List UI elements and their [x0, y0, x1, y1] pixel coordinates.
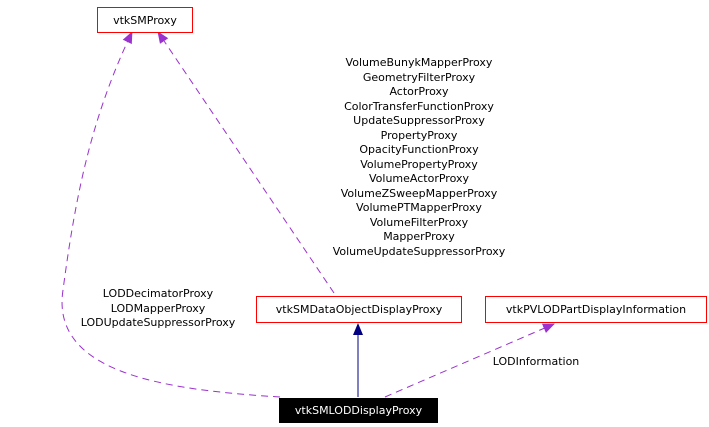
edge-label-line: VolumePTMapperProxy: [356, 201, 482, 214]
edge-label-line: VolumeBunykMapperProxy: [345, 56, 493, 69]
edge-label-line: VolumeActorProxy: [369, 172, 469, 185]
edge-label-line: OpacityFunctionProxy: [359, 143, 479, 156]
edge-label-line: LODInformation: [492, 355, 580, 368]
edge-label-line: UpdateSuppressorProxy: [353, 114, 485, 127]
edge-label-data-object-to-sm-proxy: VolumeBunykMapperProxy GeometryFilterPro…: [333, 56, 506, 259]
edge-label-line: LODDecimatorProxy: [102, 287, 214, 300]
edge-label-line: LODUpdateSuppressorProxy: [80, 316, 236, 329]
edge-label-line: ColorTransferFunctionProxy: [344, 99, 494, 113]
node-vtk-sm-proxy[interactable]: vtkSMProxy: [97, 7, 193, 33]
edge-label-line: VolumeZSweepMapperProxy: [340, 186, 498, 200]
edge-label-line: GeometryFilterProxy: [362, 70, 476, 84]
edge-label-lod-to-part-info: LODInformation: [493, 355, 580, 370]
edge-label-line: MapperProxy: [383, 230, 455, 243]
edge-label-line: ActorProxy: [389, 85, 449, 98]
node-vtk-sm-lod-display-proxy: vtkSMLODDisplayProxy: [279, 398, 438, 423]
edge-label-line: PropertyProxy: [380, 128, 458, 142]
edge-lod-to-sm-proxy: [61, 31, 281, 398]
node-vtk-sm-data-object-display-proxy[interactable]: vtkSMDataObjectDisplayProxy: [256, 296, 462, 323]
edge-label-line: VolumePropertyProxy: [360, 157, 478, 171]
node-vtk-pvlod-part-display-information[interactable]: vtkPVLODPartDisplayInformation: [485, 296, 707, 323]
edge-lod-to-part-info: [384, 323, 555, 398]
edge-label-line: VolumeUpdateSuppressorProxy: [332, 244, 506, 258]
edge-label-lod-to-sm-proxy: LODDecimatorProxy LODMapperProxy LODUpda…: [81, 287, 236, 331]
edge-label-line: LODMapperProxy: [110, 301, 206, 315]
edge-data-object-to-sm-proxy: [157, 31, 335, 294]
edge-label-line: VolumeFilterProxy: [369, 215, 469, 229]
